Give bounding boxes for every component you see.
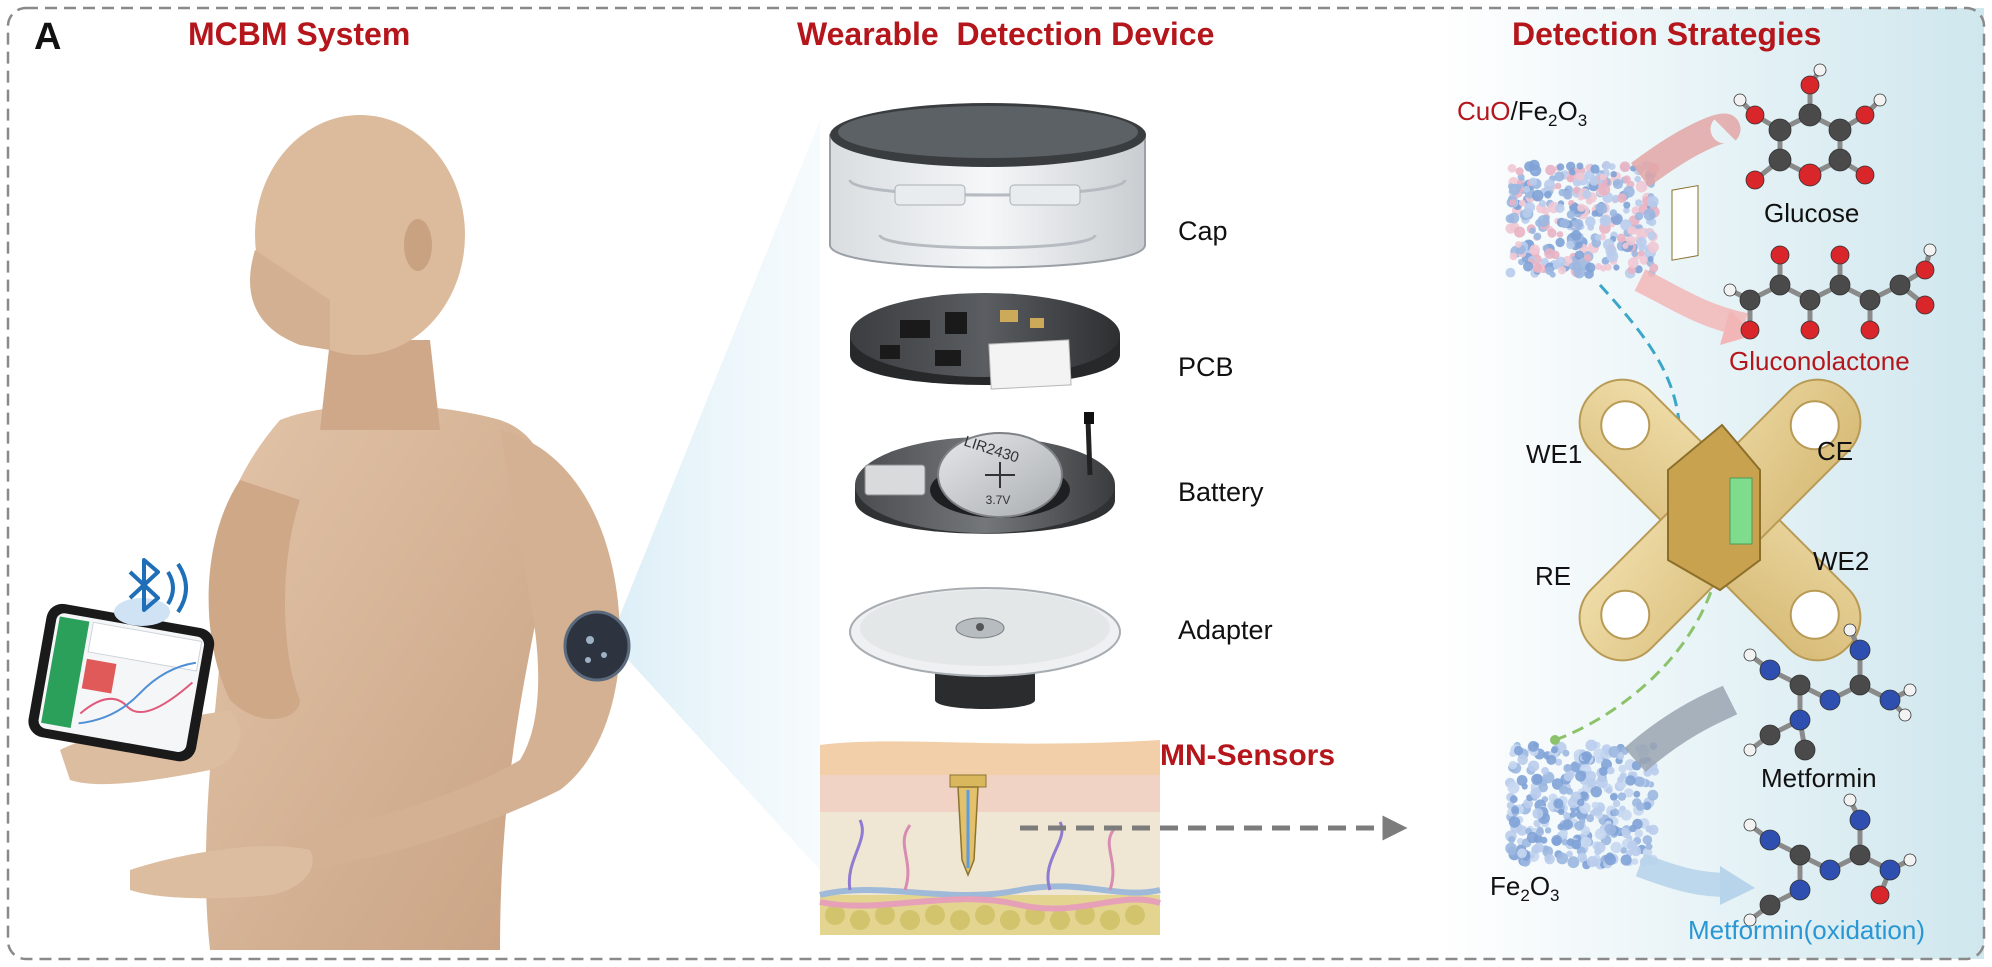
panel-label: A [34, 16, 62, 58]
label-pcb: PCB [1178, 352, 1234, 382]
smartphone [28, 603, 215, 762]
label-metformin: Metformin [1761, 763, 1877, 793]
label-battery: Battery [1178, 477, 1264, 507]
arm-patch-device [563, 610, 631, 682]
label-metformin-oxidation: Metformin(oxidation) [1688, 915, 1925, 945]
bluetooth-icon [114, 558, 188, 626]
adapter-part [849, 587, 1121, 709]
section-title-system: MCBM System [188, 16, 411, 52]
label-gluconolactone: Gluconolactone [1729, 346, 1910, 376]
we2-link [1554, 559, 1722, 742]
label-we2: WE2 [1813, 546, 1870, 576]
figure-frame [6, 6, 1986, 961]
battery-voltage-text: 3.7V [986, 493, 1011, 507]
skin-section [819, 740, 1161, 935]
section-title-device: Wearable Detection Device [797, 16, 1215, 52]
label-glucose: Glucose [1764, 198, 1860, 228]
human-figure [60, 115, 631, 950]
battery-part [855, 412, 1115, 534]
label-fe2o3: Fe2O3 [1490, 871, 1560, 906]
molecule-models [1723, 63, 1937, 927]
cap-part [829, 103, 1146, 269]
label-cap: Cap [1178, 216, 1228, 246]
pcb-part [850, 293, 1120, 390]
cuo-fe2o3-cluster [1505, 159, 1660, 279]
label-re: RE [1535, 561, 1572, 591]
label-adapter: Adapter [1178, 615, 1273, 645]
section-title-strategies: Detection Strategies [1512, 16, 1822, 52]
glucose-reaction-arc [1631, 113, 1741, 188]
zoom-beam [610, 120, 820, 870]
metformin-reaction-arc [1624, 685, 1738, 773]
label-ce: CE [1817, 436, 1854, 466]
label-we1: WE1 [1526, 439, 1583, 469]
electrode-cross [1578, 185, 1862, 662]
label-cuo-fe2o3: CuO/Fe2O3 [1457, 96, 1588, 131]
label-mn-sensors: MN-Sensors [1160, 739, 1336, 772]
